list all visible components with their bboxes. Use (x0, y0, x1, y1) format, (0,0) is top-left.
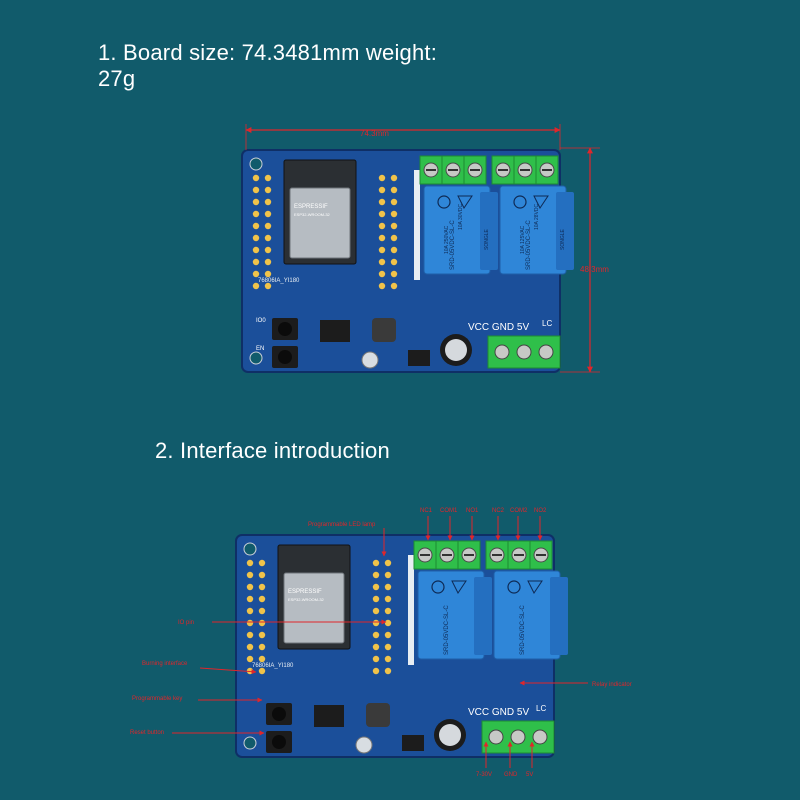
label-gnd: GND (504, 772, 518, 778)
relay-model-2a: SRD-05VDC-SL-C (444, 605, 450, 655)
chip-model-1: ESP32-WROOM-32 (294, 212, 331, 217)
relay-brand-1b: SONGLE (560, 228, 566, 250)
board-photo-top (242, 150, 574, 372)
label-power-in: 7-30V (476, 772, 492, 778)
label-burn: Burning interface (142, 661, 188, 667)
label-com2: COM2 (510, 508, 528, 514)
relay-rating-1a: 10A 250VAC (444, 225, 450, 254)
board-photo-bottom (236, 535, 568, 757)
label-nc2: NC2 (492, 508, 505, 514)
relay-rating-1c: 10A 30VDC (458, 203, 464, 230)
power-label-2: VCC GND 5V (468, 707, 529, 718)
label-com1: COM1 (440, 508, 458, 514)
dimension-lines: 74.3mm 48.3mm (245, 124, 609, 373)
width-dimension: 74.3mm (360, 129, 389, 138)
interface-heading: 2. Interface introduction (155, 438, 390, 463)
relay-rating-1b: 10A 125VAC (520, 225, 526, 254)
label-key: Programmable key (132, 696, 182, 702)
chip-model-2: ESP32-WROOM-32 (288, 597, 325, 602)
corner-label-2: LC (536, 704, 546, 713)
interface-annotations: NC1 COM1 NO1 NC2 COM2 NO2 Programmable L… (130, 508, 632, 778)
height-dimension: 48.3mm (580, 265, 609, 274)
relay-model-1a: SRD-05VDC-SL-C (450, 220, 456, 270)
chip-brand-2: ESPRESSIF (288, 589, 322, 595)
pcb-label-2: 76806IA_YI180 (252, 663, 294, 669)
label-io: IO pin (178, 620, 194, 626)
relay-rating-1d: 10A 28VDC (534, 203, 540, 230)
power-label-1: VCC GND 5V (468, 322, 529, 333)
label-reset: Reset button (130, 730, 164, 736)
label-no1: NO1 (466, 508, 479, 514)
relay-model-1b: SRD-05VDC-SL-C (526, 220, 532, 270)
corner-label-1: LC (542, 319, 552, 328)
btn1-label-1: IO0 (256, 318, 266, 324)
label-5v: 5V (526, 772, 533, 778)
label-led: Programmable LED lamp (308, 522, 376, 528)
chip-brand-1: ESPRESSIF (294, 204, 328, 210)
relay-brand-1a: SONGLE (484, 228, 490, 250)
label-relay-indicator: Relay indicator (592, 682, 632, 688)
label-no2: NO2 (534, 508, 547, 514)
board-size-heading: 1. Board size: 74.3481mm weight: 27g (98, 40, 438, 91)
board-2-labels: ESPRESSIF ESP32-WROOM-32 76806IA_YI180 S… (252, 589, 546, 718)
pcb-label-1: 76806IA_YI180 (258, 278, 300, 284)
btn2-label-1: EN (256, 346, 264, 352)
label-nc1: NC1 (420, 508, 433, 514)
board-1-labels: ESPRESSIF ESP32-WROOM-32 76806IA_YI180 S… (256, 203, 566, 352)
relay-model-2b: SRD-05VDC-SL-C (520, 605, 526, 655)
